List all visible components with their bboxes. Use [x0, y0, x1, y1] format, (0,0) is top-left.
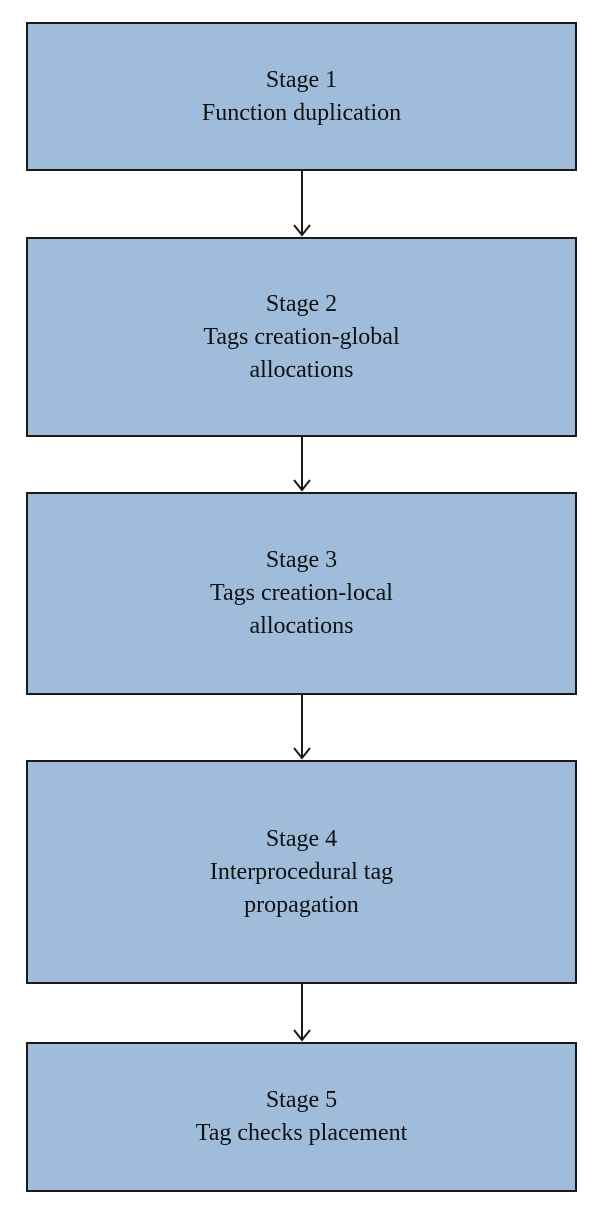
arrow-stage-1-to-2: [293, 171, 311, 237]
stage-2-box: Stage 2 Tags creation-global allocations: [26, 237, 577, 437]
arrow-stage-2-to-3: [293, 437, 311, 492]
stage-4-title: Stage 4: [265, 825, 338, 852]
stage-5-description: Tag checks placement: [195, 1120, 408, 1146]
stage-5-box: Stage 5 Tag checks placement: [26, 1042, 577, 1192]
arrow-stage-4-to-5: [293, 984, 311, 1042]
stage-2-description: Tags creation-global allocations: [203, 323, 400, 383]
stage-3-title: Stage 3: [265, 547, 338, 573]
stage-2-title: Stage 2: [265, 290, 338, 317]
stage-4-box: Stage 4 Interprocedural tag propagation: [26, 760, 577, 984]
stage-4-description: Interprocedural tag propagation: [209, 858, 394, 918]
arrow-stage-3-to-4: [293, 695, 311, 760]
stage-1-title: Stage 1: [265, 66, 338, 93]
stage-1-description: Function duplication: [201, 99, 402, 126]
stage-3-description: Tags creation-local allocations: [210, 580, 393, 639]
stage-3-box: Stage 3 Tags creation-local allocations: [26, 492, 577, 695]
stage-1-box: Stage 1 Function duplication: [26, 22, 577, 171]
stage-5-title: Stage 5: [265, 1087, 338, 1113]
